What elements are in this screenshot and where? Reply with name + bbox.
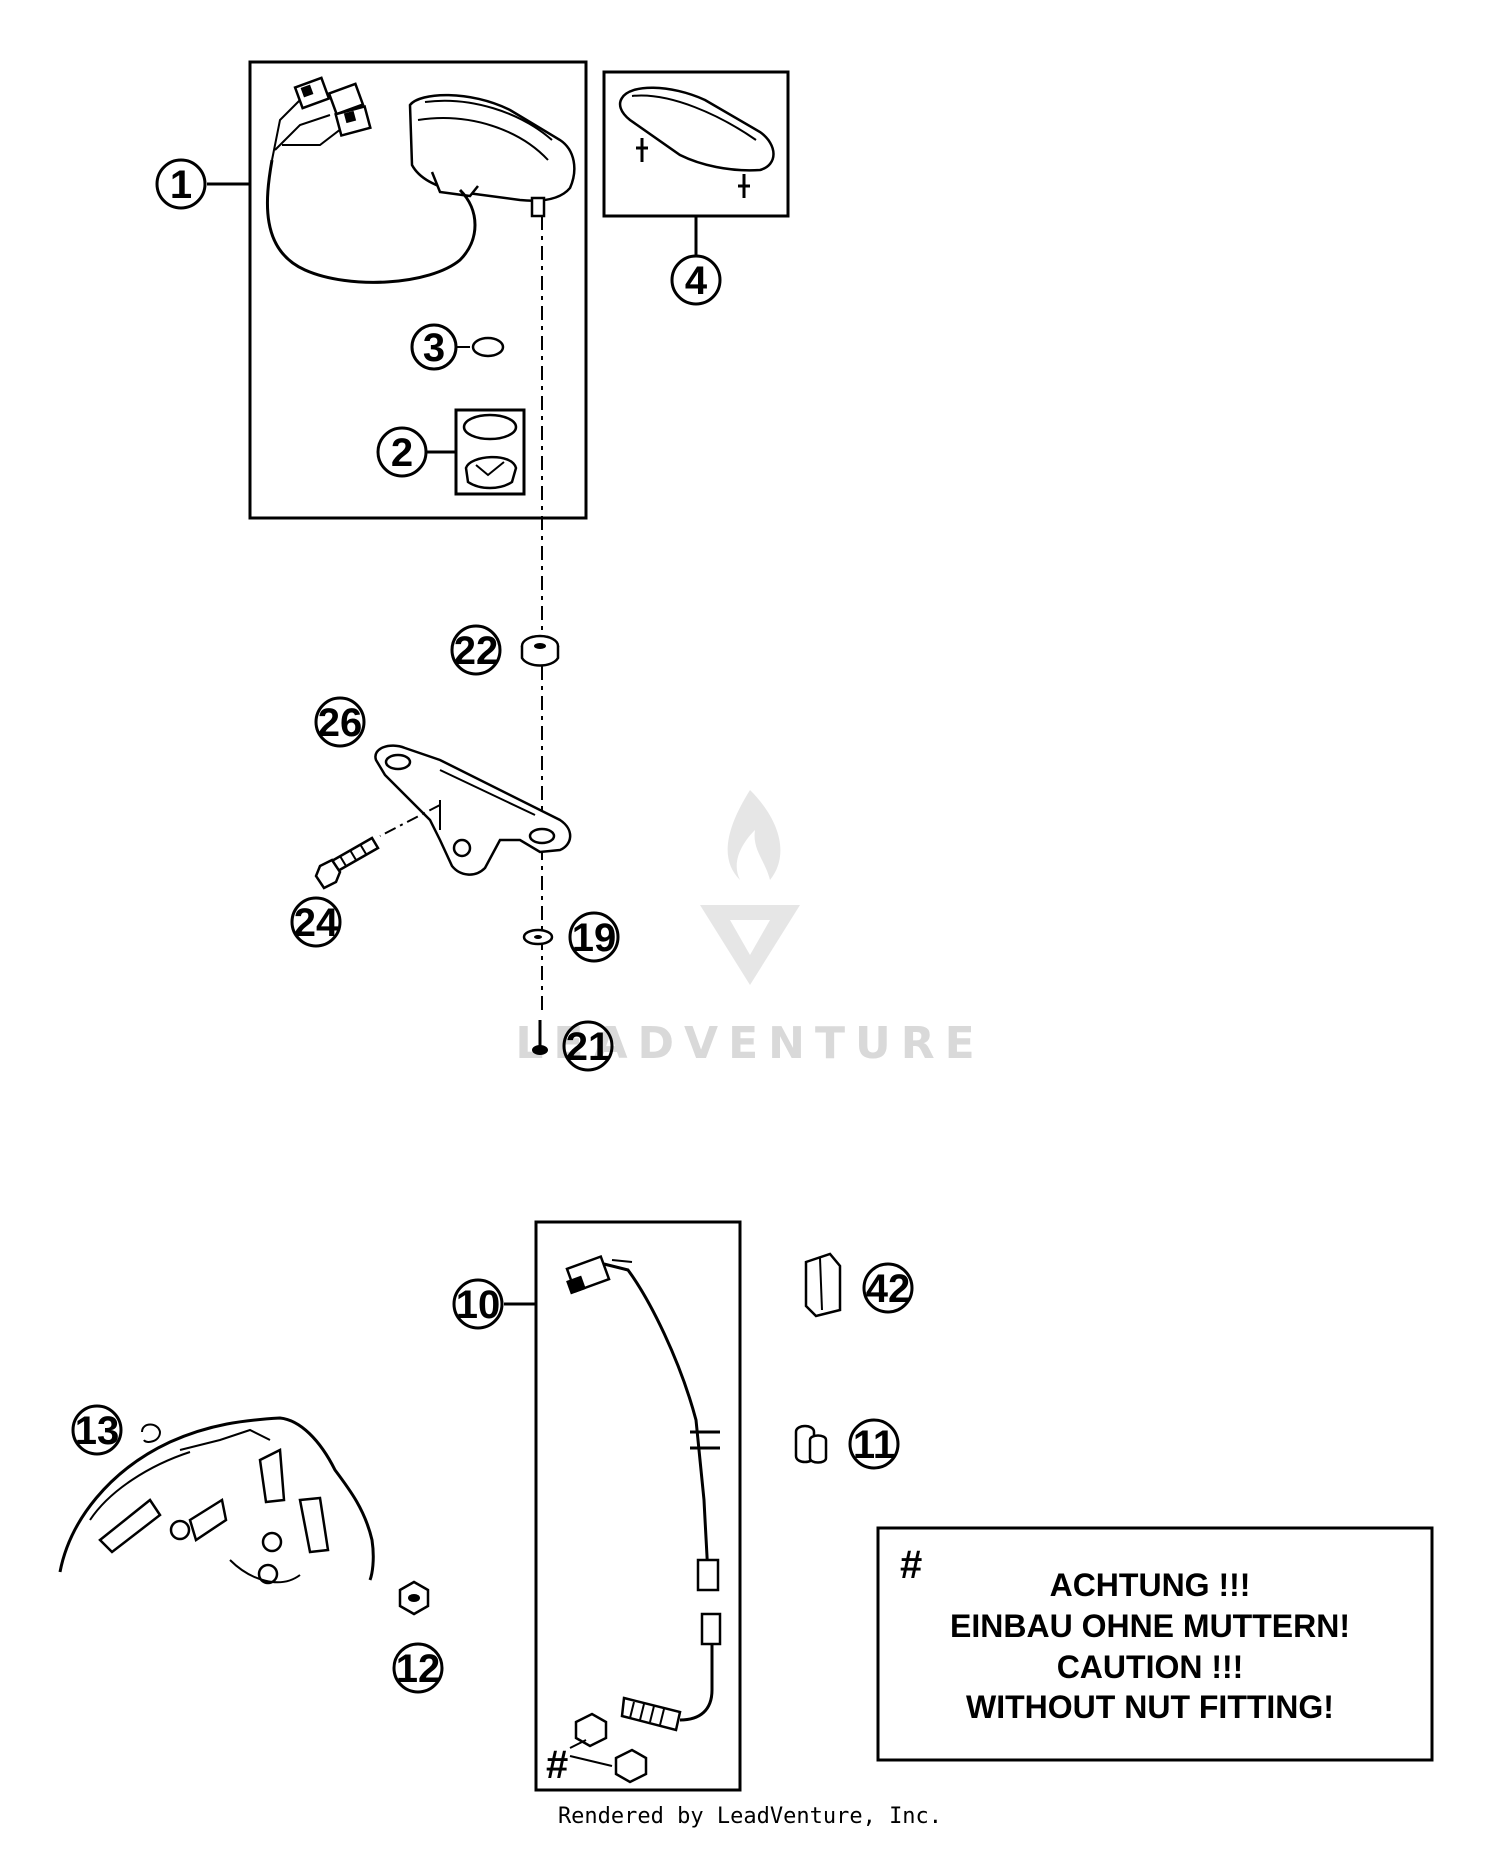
- callout-10[interactable]: 10: [452, 1278, 504, 1330]
- item-26-bracket[interactable]: [374, 744, 572, 876]
- callout-3-label: 3: [423, 326, 445, 370]
- callout-12-label: 12: [396, 1647, 441, 1691]
- item-21-screw[interactable]: [532, 1020, 548, 1055]
- notice-line-2: EINBAU OHNE MUTTERN!: [950, 1608, 1350, 1644]
- notice-line-3: CAUTION !!!: [1057, 1649, 1244, 1685]
- speed-sensor[interactable]: [565, 1254, 722, 1732]
- callout-26[interactable]: 26: [314, 696, 366, 748]
- item-13-clip[interactable]: [141, 1423, 162, 1443]
- item-42-part[interactable]: [804, 1252, 842, 1318]
- watermark: LEADVENTURE: [515, 790, 984, 1069]
- callout-19-label: 19: [572, 916, 617, 960]
- notice-symbol: #: [900, 1543, 922, 1587]
- callout-22-label: 22: [454, 629, 499, 673]
- callout-11-label: 11: [853, 1423, 895, 1467]
- watermark-text: LEADVENTURE: [515, 1018, 984, 1069]
- item-3-part[interactable]: [471, 336, 505, 358]
- callout-4[interactable]: 4: [670, 254, 722, 306]
- callout-11[interactable]: 11: [848, 1418, 900, 1470]
- callout-22[interactable]: 22: [450, 624, 502, 676]
- item-11-part[interactable]: [794, 1424, 828, 1464]
- callout-2[interactable]: 2: [376, 426, 428, 478]
- notice-line-1: ACHTUNG !!!: [1050, 1567, 1251, 1603]
- nut-marker: #: [546, 1743, 568, 1787]
- brake-disc[interactable]: [58, 1416, 375, 1585]
- callout-19[interactable]: 19: [568, 911, 620, 963]
- callout-12[interactable]: 12: [392, 1642, 444, 1694]
- item-2-part[interactable]: [462, 413, 518, 490]
- notice-line-4: WITHOUT NUT FITTING!: [966, 1689, 1334, 1725]
- callout-21[interactable]: 21: [562, 1020, 614, 1072]
- callout-3[interactable]: 3: [410, 323, 458, 371]
- meter-cover[interactable]: [618, 86, 775, 198]
- callout-2-label: 2: [391, 431, 413, 475]
- callout-1[interactable]: 1: [155, 158, 207, 210]
- callout-26-label: 26: [318, 701, 363, 745]
- footer-credit: Rendered by LeadVenture, Inc.: [557, 1804, 943, 1829]
- notice-box: # ACHTUNG !!! EINBAU OHNE MUTTERN! CAUTI…: [876, 1526, 1434, 1762]
- callout-42-label: 42: [866, 1267, 911, 1311]
- item-1-frame: [248, 60, 588, 520]
- item-10-frame: [534, 1220, 742, 1792]
- callout-13[interactable]: 13: [71, 1404, 123, 1456]
- callout-24[interactable]: 24: [290, 896, 342, 948]
- callout-13-label: 13: [75, 1409, 120, 1453]
- callout-21-label: 21: [566, 1025, 611, 1069]
- item-24-bolt[interactable]: [314, 836, 380, 890]
- callout-24-label: 24: [294, 901, 339, 945]
- callout-4-label: 4: [685, 259, 708, 303]
- item-22-grommet[interactable]: [520, 634, 560, 667]
- item-12-nut[interactable]: [398, 1580, 430, 1616]
- speedometer-unit[interactable]: [265, 76, 576, 284]
- callout-1-label: 1: [170, 163, 192, 207]
- callout-42[interactable]: 42: [862, 1262, 914, 1314]
- sensor-nuts[interactable]: [569, 1712, 648, 1784]
- callout-10-label: 10: [456, 1283, 501, 1327]
